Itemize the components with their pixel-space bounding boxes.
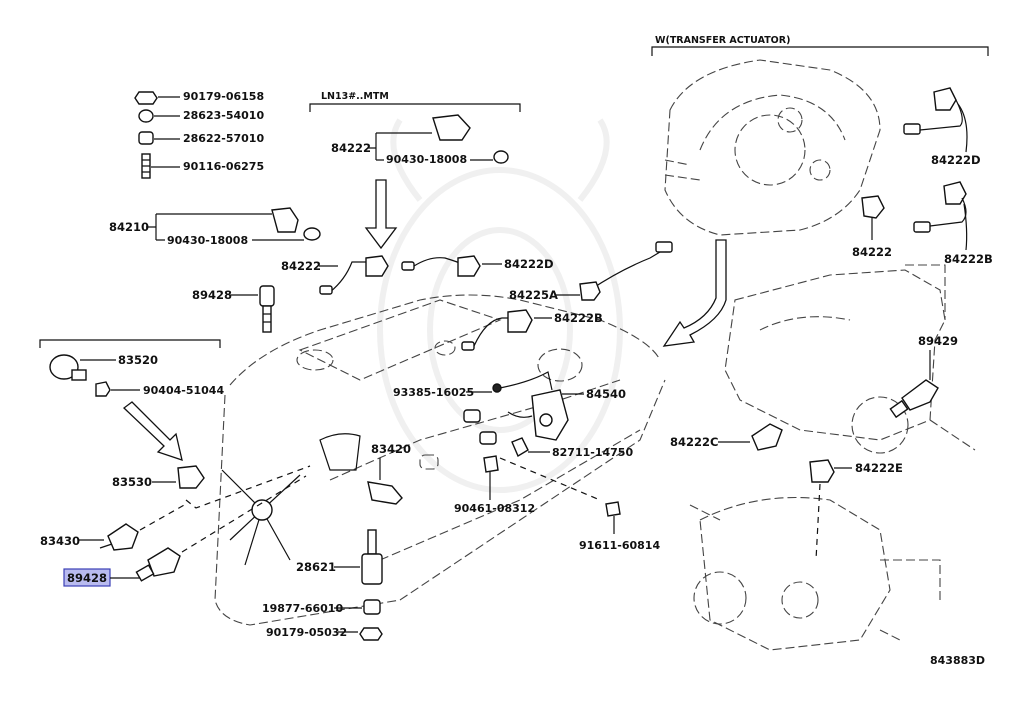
part-83420-sender bbox=[319, 433, 403, 505]
cooling-fan bbox=[221, 469, 301, 566]
part-84222e-sensor bbox=[809, 459, 835, 483]
part-89429-sensor bbox=[889, 379, 939, 419]
callout-84540[interactable]: 84540 bbox=[586, 387, 626, 401]
part-84210-switch bbox=[271, 207, 321, 241]
callout-83520[interactable]: 83520 bbox=[118, 353, 158, 367]
callout-19877-66010[interactable]: 19877-66010 bbox=[262, 602, 343, 615]
watermark-emblem bbox=[377, 118, 623, 493]
part-84222-sensor-right bbox=[861, 195, 885, 219]
callout-84210[interactable]: 84210 bbox=[109, 220, 149, 234]
bracket-83520 bbox=[39, 339, 221, 348]
hardware-90179-06158 bbox=[134, 91, 158, 105]
part-90461-08312-clamp bbox=[483, 455, 499, 473]
part-83430-sender bbox=[99, 523, 139, 551]
arrow-to-transmission bbox=[662, 239, 727, 347]
arrow-to-engine-upper bbox=[364, 179, 398, 250]
hardware-90116-06275 bbox=[141, 153, 151, 179]
part-19877-66010-cap bbox=[363, 599, 381, 615]
part-91611-60814-bolt bbox=[605, 501, 621, 517]
callout-28623-54010[interactable]: 28623-54010 bbox=[183, 109, 264, 122]
part-89428-sensor-upper bbox=[259, 285, 275, 333]
transmission-outline bbox=[724, 264, 976, 454]
group-label-transfer: W(TRANSFER ACTUATOR) bbox=[655, 35, 790, 46]
callout-84222e[interactable]: 84222E bbox=[855, 461, 903, 475]
callout-84222-mid[interactable]: 84222 bbox=[281, 259, 321, 273]
callout-84222b-right[interactable]: 84222B bbox=[944, 252, 993, 266]
callout-28621[interactable]: 28621 bbox=[296, 560, 336, 574]
hardware-28623-54010 bbox=[138, 109, 154, 123]
part-83530-switch bbox=[177, 465, 205, 489]
callout-83420[interactable]: 83420 bbox=[371, 442, 411, 456]
callout-84222d-mid[interactable]: 84222D bbox=[504, 257, 554, 271]
callout-82711-14750[interactable]: 82711-14750 bbox=[552, 446, 633, 459]
callout-93385-16025[interactable]: 93385-16025 bbox=[393, 386, 474, 399]
callout-90430-18008-a[interactable]: 90430-18008 bbox=[167, 234, 248, 247]
part-28621-sensor bbox=[361, 529, 383, 585]
callout-83430[interactable]: 83430 bbox=[40, 534, 80, 548]
part-83520-sender bbox=[49, 354, 87, 381]
part-84540-bracket bbox=[463, 371, 569, 445]
hardware-28622-57010 bbox=[138, 131, 154, 145]
callout-89428-highlight[interactable]: 89428 bbox=[67, 571, 107, 585]
callout-84222-right[interactable]: 84222 bbox=[852, 245, 892, 259]
engine-block-outline bbox=[214, 294, 666, 626]
bracket-transfer bbox=[651, 46, 989, 56]
part-84225a-harness bbox=[579, 241, 673, 301]
part-90179-05032-nut bbox=[359, 627, 383, 641]
callout-89429[interactable]: 89429 bbox=[918, 334, 958, 348]
part-84222b-sensor-mid bbox=[461, 309, 533, 351]
callout-84222c[interactable]: 84222C bbox=[670, 435, 718, 449]
part-84222c-sensor bbox=[751, 423, 783, 451]
callout-90179-05032[interactable]: 90179-05032 bbox=[266, 626, 347, 639]
callout-89428-upper[interactable]: 89428 bbox=[192, 288, 232, 302]
part-82711-14750-clip bbox=[511, 437, 529, 458]
part-84222d-sensor-right bbox=[903, 87, 963, 135]
callout-90179-06158[interactable]: 90179-06158 bbox=[183, 90, 264, 103]
callout-90430-18008-b[interactable]: 90430-18008 bbox=[386, 153, 467, 166]
callout-90461-08312[interactable]: 90461-08312 bbox=[454, 502, 535, 515]
part-84222-sensor-mid bbox=[319, 255, 389, 295]
callout-91611-60814[interactable]: 91611-60814 bbox=[579, 539, 660, 552]
callout-90404-51044[interactable]: 90404-51044 bbox=[143, 384, 224, 397]
part-89428-sensor-lower bbox=[135, 547, 181, 582]
callout-84222d-right[interactable]: 84222D bbox=[931, 153, 981, 167]
group-label-ln13: LN13#..MTM bbox=[321, 91, 389, 102]
callout-84222-top[interactable]: 84222 bbox=[331, 141, 371, 155]
callout-84225a[interactable]: 84225A bbox=[509, 288, 558, 302]
callout-84222b-mid[interactable]: 84222B bbox=[554, 311, 603, 325]
part-84222d-sensor-mid bbox=[401, 255, 481, 277]
callout-83530[interactable]: 83530 bbox=[112, 475, 152, 489]
callout-28622-57010[interactable]: 28622-57010 bbox=[183, 132, 264, 145]
part-84222-sensor-top bbox=[432, 114, 509, 164]
figure-code: 843883D bbox=[930, 654, 985, 667]
bracket-ln13 bbox=[309, 103, 521, 112]
callout-90116-06275[interactable]: 90116-06275 bbox=[183, 160, 264, 173]
transfer-bottom-outline bbox=[689, 496, 941, 651]
part-90404-51044-washer bbox=[95, 381, 111, 397]
part-84222b-sensor-right bbox=[913, 181, 967, 233]
arrow-to-83530 bbox=[122, 401, 183, 461]
transfer-case-outline bbox=[664, 59, 881, 236]
